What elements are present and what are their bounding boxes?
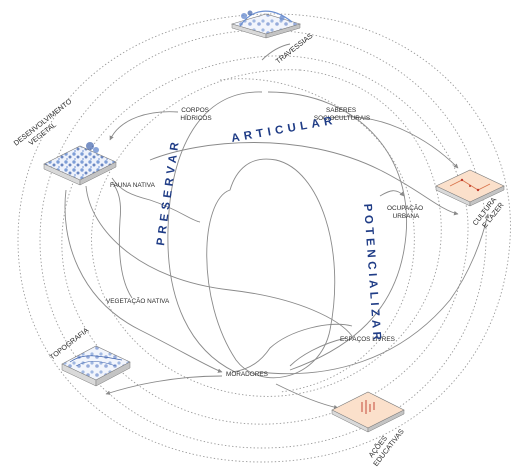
flow-lines: [64, 43, 490, 410]
node-corpos-hidricos: CORPOS HÍDRICOS: [180, 107, 211, 122]
verb-potencializar: POTENCIALIZAR: [361, 203, 383, 344]
landscape-icon: [241, 10, 285, 21]
tile-desenvolvimento-vegetal: DESENVOLVIMENTO VEGETAL: [12, 95, 117, 186]
verb-preservar: PRESERVAR: [155, 137, 182, 246]
education-icon: [361, 400, 375, 414]
node-labels: CORPOS HÍDRICOS SABERES SOCIOCULTURAIS F…: [106, 107, 425, 378]
verb-articular: ARTICULAR: [230, 115, 337, 145]
tile-label-desenvolvimento: DESENVOLVIMENTO VEGETAL: [12, 95, 81, 154]
tile-acoes-educativas: AÇÕES EDUCATIVAS: [331, 391, 406, 468]
node-saberes-socioculturais: SABERES SOCIOCULTURAIS: [314, 107, 370, 122]
node-ocupacao-urbana: OCUPAÇÃO URBANA: [387, 203, 425, 220]
tile-label-travessias: TRAVESSIAS: [274, 31, 315, 66]
node-espacos-livres: ESPAÇOS LIVRES: [340, 336, 395, 343]
node-fauna-nativa: FAUNA NATIVA: [110, 182, 156, 189]
vegetation-icon: [86, 142, 99, 153]
terrain-icon: [69, 355, 123, 367]
outer-orbits: [17, 13, 511, 463]
node-vegetacao-nativa: VEGETAÇÃO NATIVA: [106, 296, 170, 305]
tile-cultura-lazer: CULTURA E LAZER: [435, 169, 506, 230]
node-moradores: MORADORES: [226, 371, 268, 378]
tile-topografia: TOPOGRAFIA: [48, 325, 131, 387]
tile-travessias: TRAVESSIAS: [230, 10, 315, 66]
culture-icon: [449, 178, 491, 192]
